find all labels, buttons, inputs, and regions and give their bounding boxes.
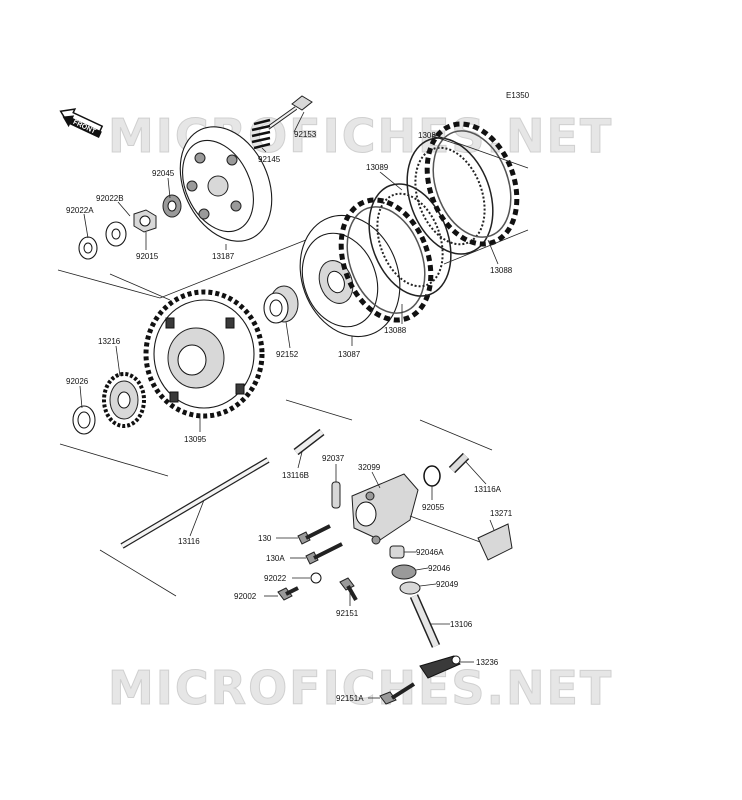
part-13088-friction-plate-lower[interactable] [325, 187, 446, 332]
assembly-bracket-1 [57, 231, 327, 299]
part-13271-cover-plate[interactable] [477, 523, 513, 561]
part-13088-friction-plate-upper[interactable] [411, 111, 532, 256]
label-92153: 92153 [294, 130, 317, 139]
label-92046: 92046 [428, 564, 451, 573]
part-92037-pin[interactable] [331, 481, 341, 509]
part-13087-clutch-hub[interactable] [284, 201, 417, 350]
label-13116: 13116 [178, 537, 200, 546]
assembly-bracket-1b [109, 273, 171, 301]
label-92152: 92152 [276, 350, 299, 359]
watermark-bottom: MICROFICHES.NET [108, 661, 613, 715]
label-13089-lower: 13089 [366, 163, 389, 172]
label-130: 130 [258, 534, 272, 543]
label-92151a: 92151A [336, 694, 364, 703]
part-92153-bolt[interactable] [266, 95, 313, 130]
housing-bracket [59, 443, 169, 477]
label-92022b: 92022B [96, 194, 124, 203]
label-32099: 32099 [358, 463, 381, 472]
part-13116a-pushrod-end[interactable] [448, 452, 470, 474]
label-92055: 92055 [422, 503, 445, 512]
part-92046a-bushing[interactable] [389, 545, 405, 559]
label-92049: 92049 [436, 580, 459, 589]
leader-lines [79, 111, 499, 699]
label-92026: 92026 [66, 377, 89, 386]
rod-bracket [99, 549, 177, 597]
plates-bracket-bottom [443, 229, 529, 265]
label-13088-upper: 13088 [490, 266, 513, 275]
label-13216: 13216 [98, 337, 121, 346]
label-13088-lower: 13088 [384, 326, 407, 335]
part-13089-steel-plate-lower[interactable] [354, 173, 465, 308]
part-92049-seal[interactable] [399, 581, 421, 595]
label-92037: 92037 [322, 454, 345, 463]
plate-leader [409, 515, 481, 543]
part-92046-bearing[interactable] [391, 564, 417, 580]
part-92026-washer[interactable] [72, 405, 96, 435]
part-13216-gear[interactable] [102, 372, 146, 428]
label-13187: 13187 [212, 252, 235, 261]
label-13087: 13087 [338, 350, 361, 359]
label-92022a: 92022A [66, 206, 94, 215]
label-92145: 92145 [258, 155, 281, 164]
part-13236-release-lever[interactable] [419, 655, 461, 679]
part-92045-bearing[interactable] [162, 194, 182, 218]
label-13116a: 13116A [474, 485, 502, 494]
part-13187-pressure-plate[interactable] [163, 112, 290, 256]
part-92022-washer[interactable] [310, 572, 322, 584]
label-92002: 92002 [234, 592, 257, 601]
label-13116b: 13116B [282, 471, 309, 480]
label-13271: 13271 [490, 509, 513, 518]
part-92151a-bolt[interactable] [379, 682, 416, 705]
part-130-bolt[interactable] [297, 524, 331, 545]
part-13116b-pushrod[interactable] [293, 428, 325, 456]
label-92046a: 92046A [416, 548, 444, 557]
label-92022: 92022 [264, 574, 287, 583]
part-92022a-washer[interactable] [78, 236, 98, 260]
label-13095: 13095 [184, 435, 207, 444]
label-13106: 13106 [450, 620, 473, 629]
part-92022b-washer[interactable] [105, 221, 127, 247]
part-92055-o-ring[interactable] [423, 465, 441, 487]
part-92015-nut[interactable] [133, 209, 157, 233]
part-92152-spacer[interactable] [263, 285, 299, 324]
release-bracket [419, 419, 493, 451]
part-92145-spring[interactable] [251, 118, 271, 150]
label-92015: 92015 [136, 252, 159, 261]
diagram-code: E1350 [506, 91, 530, 100]
front-arrow-icon: FRONT [59, 108, 104, 138]
label-13236: 13236 [476, 658, 499, 667]
part-13116-pushrod-long[interactable] [120, 457, 270, 549]
part-32099-release-cover[interactable] [351, 473, 419, 545]
part-13089-steel-plate-upper[interactable] [392, 126, 508, 266]
label-130a: 130A [266, 554, 285, 563]
label-92045: 92045 [152, 169, 175, 178]
label-92151: 92151 [336, 609, 359, 618]
part-92151-bolt[interactable] [339, 577, 358, 601]
part-130a-bolt[interactable] [305, 542, 343, 565]
part-13095-clutch-housing[interactable] [143, 289, 265, 419]
plates-bracket-top [431, 133, 529, 169]
pushrod-bracket [285, 399, 353, 421]
part-92002-bolt[interactable] [277, 586, 299, 601]
label-13089-upper: 13089 [418, 131, 441, 140]
part-13106-release-shaft[interactable] [409, 594, 441, 648]
